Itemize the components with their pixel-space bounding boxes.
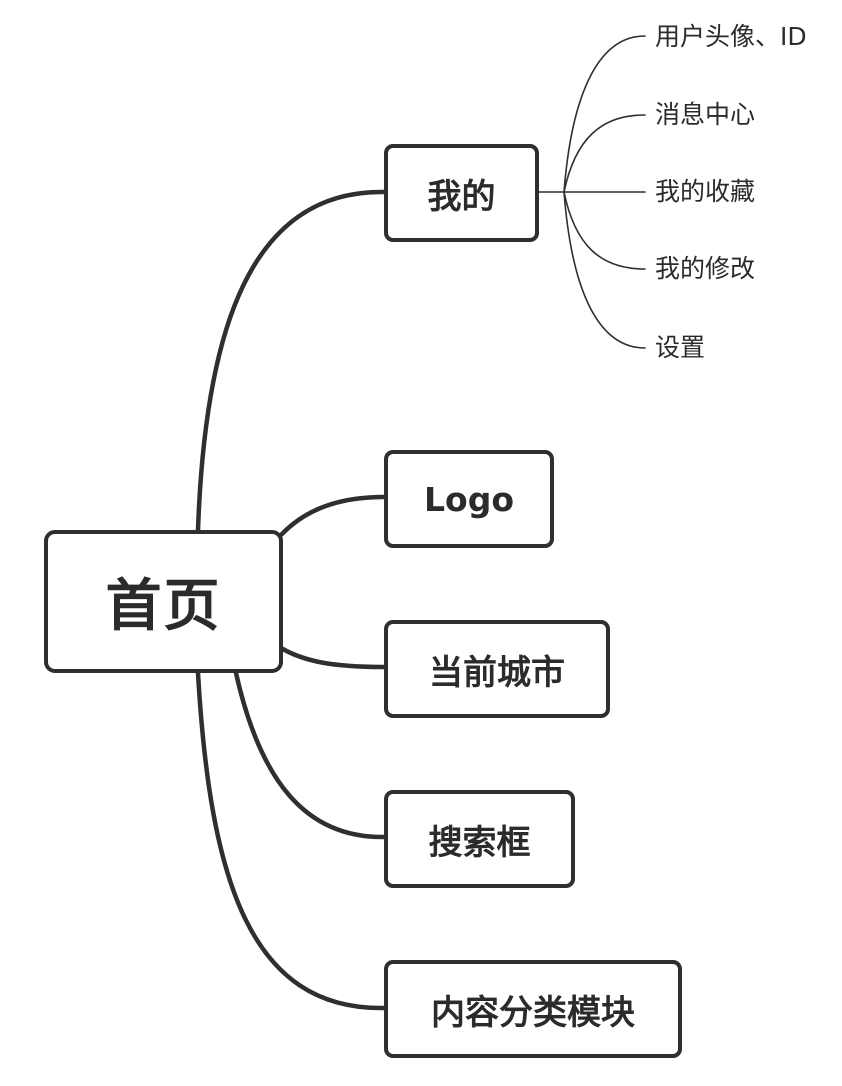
branch-node-search-box[interactable]: 搜索框 <box>384 790 575 888</box>
branch-node-logo[interactable]: Logo <box>384 450 554 548</box>
leaf-my-edits[interactable]: 我的修改 <box>655 254 756 283</box>
edge-root-wode <box>195 189 387 533</box>
edge-root-city <box>278 645 387 670</box>
edge-wode-leaf-1 <box>538 35 646 193</box>
edge-root-logo <box>278 494 387 538</box>
leaf-settings[interactable]: 设置 <box>655 333 706 362</box>
leaf-user-avatar-id[interactable]: 用户头像、ID <box>655 22 807 51</box>
edge-wode-leaf-5 <box>563 191 646 349</box>
branch-node-current-city[interactable]: 当前城市 <box>384 620 610 718</box>
branch-node-content-category-module[interactable]: 内容分类模块 <box>384 960 682 1058</box>
edge-wode-leaf-4 <box>563 191 646 270</box>
branch-node-my[interactable]: 我的 <box>384 144 539 242</box>
edge-root-module <box>195 670 387 1011</box>
leaf-message-center[interactable]: 消息中心 <box>655 100 756 129</box>
edge-wode-leaf-2 <box>563 114 646 193</box>
edge-root-search <box>233 670 387 840</box>
root-node-home[interactable]: 首页 <box>44 530 283 673</box>
leaf-my-favorites[interactable]: 我的收藏 <box>655 177 756 206</box>
